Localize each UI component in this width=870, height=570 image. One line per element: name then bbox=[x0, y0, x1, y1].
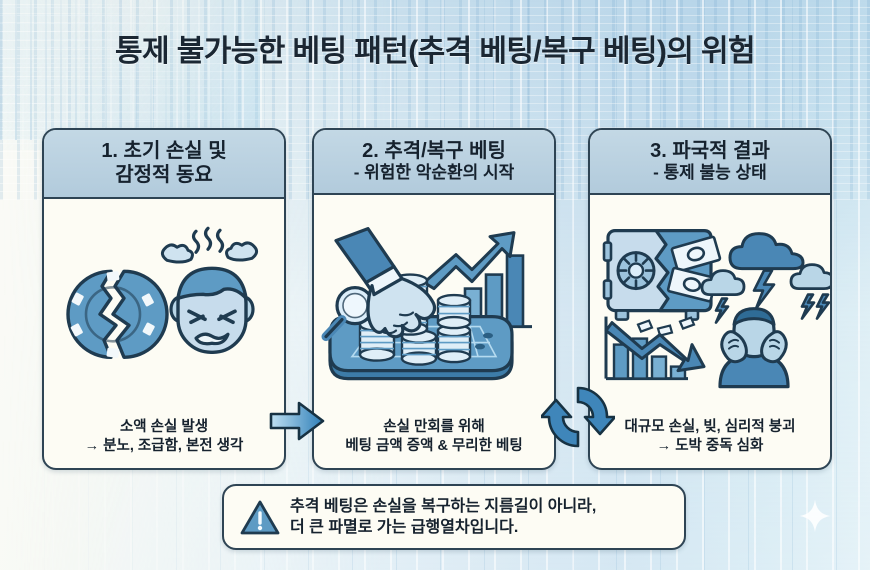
stage-3-illustration bbox=[590, 195, 830, 415]
stage-1-title-line2: 감정적 동요 bbox=[115, 164, 213, 187]
stage-2-title-line2: - 위험한 악순환의 시작 bbox=[353, 163, 515, 183]
page-title: 통제 불가능한 베팅 패턴(추격 베팅/복구 베팅)의 위험 bbox=[115, 35, 756, 68]
stage-2-caption: 손실 만회를 위해 베팅 금액 증액 & 무리한 베팅 bbox=[314, 414, 554, 468]
warning-banner-text: 추격 베팅은 손실을 복구하는 지름길이 아니라, 더 큰 파멸로 가는 급행열… bbox=[290, 496, 596, 538]
broken-chip-and-angry-face-icon bbox=[66, 226, 259, 359]
stage-3-title-line2: - 통제 불능 상태 bbox=[653, 163, 767, 183]
stage-3-caption-line2: → 도박 중독 심화 bbox=[656, 438, 764, 455]
stage-panel-3: 3. 파국적 결과 - 통제 불능 상태 bbox=[588, 128, 832, 470]
stage-1-caption-line1: 소액 손실 발생 bbox=[119, 419, 209, 436]
stage-2-caption-line1: 손실 만회를 위해 bbox=[383, 419, 485, 436]
stage-2-caption-line2: 베팅 금액 증액 & 무리한 베팅 bbox=[345, 438, 523, 455]
hand-stacking-coins-rising-chart-icon bbox=[321, 227, 532, 381]
four-point-sparkle-icon bbox=[799, 499, 831, 533]
stage-3-caption-line1: 대규모 손실, 빚, 심리적 붕괴 bbox=[624, 419, 796, 436]
stage-1-header: 1. 초기 손실 및 감정적 동요 bbox=[44, 130, 284, 199]
stage-3-title-line1: 3. 파국적 결과 bbox=[650, 140, 770, 162]
cycle-loop-arrows-icon bbox=[541, 386, 615, 448]
warning-banner: 추격 베팅은 손실을 복구하는 지름길이 아니라, 더 큰 파멸로 가는 급행열… bbox=[222, 484, 686, 550]
stage-panel-1: 1. 초기 손실 및 감정적 동요 bbox=[42, 128, 286, 470]
stage-3-header: 3. 파국적 결과 - 통제 불능 상태 bbox=[590, 130, 830, 196]
stage-1-illustration bbox=[44, 198, 284, 415]
stage-1-caption-line2: → 분노, 조급함, 본전 생각 bbox=[84, 438, 244, 455]
stage-1-title-line1: 1. 초기 손실 및 bbox=[101, 140, 227, 162]
broken-safe-storm-falling-chart-despair-icon bbox=[602, 229, 830, 389]
stage-2-header: 2. 추격/복구 베팅 - 위험한 악순환의 시작 bbox=[314, 130, 554, 196]
warning-triangle-icon bbox=[240, 500, 280, 534]
stage-1-caption: 소액 손실 발생 → 분노, 조급함, 본전 생각 bbox=[44, 414, 284, 468]
warning-banner-line1: 추격 베팅은 손실을 복구하는 지름길이 아니라, bbox=[290, 497, 597, 515]
background-tech-texture-bottom-right bbox=[0, 0, 260, 150]
stage-3-caption: 대규모 손실, 빚, 심리적 붕괴 → 도박 중독 심화 bbox=[590, 414, 830, 468]
stage-panels-row: 1. 초기 손실 및 감정적 동요 bbox=[0, 128, 870, 470]
warning-banner-line2: 더 큰 파멸로 가는 급행열차입니다. bbox=[290, 519, 519, 536]
right-arrow-icon bbox=[269, 401, 325, 441]
stage-2-illustration bbox=[314, 195, 554, 415]
stage-2-title-line1: 2. 추격/복구 베팅 bbox=[362, 140, 506, 162]
stage-panel-2: 2. 추격/복구 베팅 - 위험한 악순환의 시작 bbox=[312, 128, 556, 470]
